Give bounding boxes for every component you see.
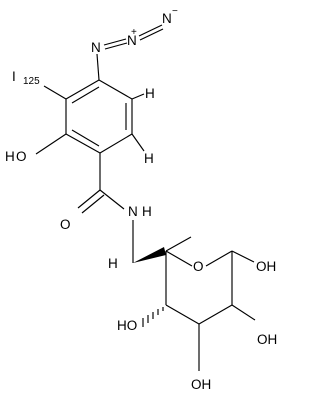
iodine-label: I: [12, 69, 16, 84]
hashed-c4-oh: [142, 307, 164, 327]
iodine-substituent: 125 I: [12, 69, 67, 100]
azide-group: N N + N −: [91, 6, 178, 81]
azide-n2-charge: +: [131, 27, 137, 38]
bond-carbonyl-o-b: [81, 194, 105, 214]
amide-n-label: N: [128, 204, 138, 219]
inner-bond-c1-c2: [71, 129, 100, 147]
bond-c4-n1: [96, 53, 100, 81]
bond-c3-c4: [65, 79, 100, 100]
bond-c2-oh: [231, 304, 256, 321]
bond-c4-c5: [98, 79, 133, 100]
azide-n3-label: N: [162, 11, 172, 26]
bond-c2-o: [35, 133, 67, 155]
phenol-hydroxyl: H O: [5, 133, 67, 164]
phenol-o-label: O: [16, 149, 27, 164]
amide-h-label: H: [142, 204, 152, 219]
c2-oh-label: OH: [257, 332, 277, 347]
c1-oh-label: OH: [256, 259, 276, 274]
bond-c6-c1: [99, 133, 133, 154]
azide-n3-charge: −: [172, 6, 178, 17]
bond-n1-n2-a: [103, 38, 127, 46]
bond-carbonyl-o-a: [77, 189, 101, 209]
c4-oh-label: HO: [117, 318, 137, 333]
bond-c1-oh: [231, 250, 255, 263]
bond-carbonyl-n: [99, 189, 125, 210]
aromatic-h6-label: H: [144, 151, 154, 166]
inner-bond-c3-c4: [71, 86, 100, 104]
phenol-h-label: H: [5, 149, 15, 164]
bond-c5-h: [131, 93, 145, 100]
carbonyl-o-label: O: [60, 217, 71, 232]
iodine-isotope-label: 125: [23, 76, 40, 87]
benzene-ring: H H: [65, 79, 155, 166]
bond-ring-o-c1: [205, 250, 233, 267]
amide-linker: O N H: [60, 153, 152, 263]
bond-c5-o-ring: [165, 250, 193, 267]
glucose-ring: H O OH OH OH HO: [108, 236, 277, 392]
wedge-ch2-c5: [133, 247, 166, 263]
c3-oh-label: OH: [191, 377, 211, 392]
bond-c6-h: [131, 133, 145, 152]
azide-n2-label: N: [127, 33, 137, 48]
ring-o-label: O: [193, 259, 204, 274]
aromatic-h5-label: H: [145, 86, 155, 101]
bond-c5-ring-o: [165, 236, 192, 252]
bond-n2-n3-a: [138, 24, 163, 37]
bond-c3-i: [43, 85, 67, 100]
bond-n2-n3-b: [139, 28, 164, 41]
bond-c2-c3: [198, 304, 233, 325]
azide-n1-label: N: [91, 40, 101, 55]
bond-n1-n2-b: [104, 42, 128, 50]
ring-ch2-h-label: H: [108, 256, 118, 271]
bond-c3-c4: [165, 304, 200, 325]
chemical-structure-diagram: N N + N − H H 125 I H O: [5, 6, 277, 392]
bond-c1-c2: [65, 133, 101, 154]
